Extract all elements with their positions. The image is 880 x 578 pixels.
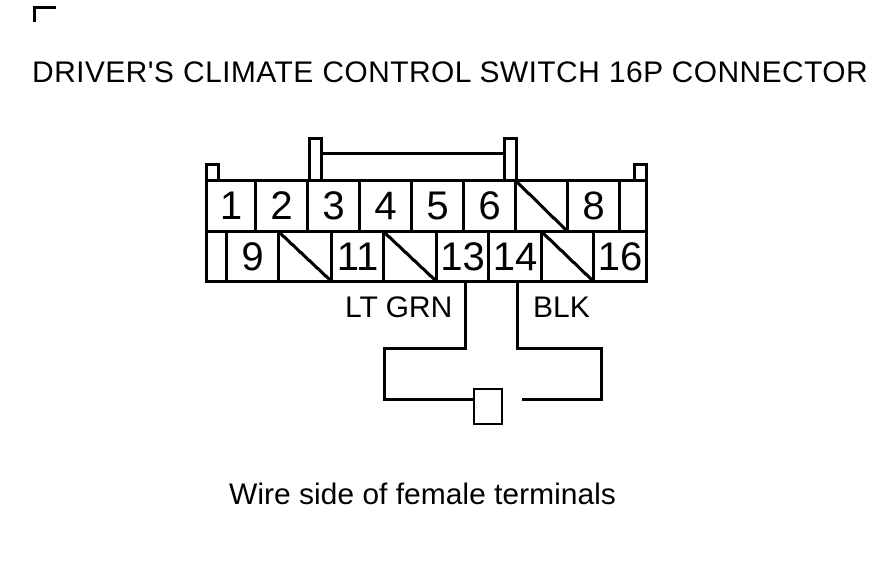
pin-cell-8: 8 bbox=[569, 182, 621, 230]
caption-wire-side: Wire side of female terminals bbox=[229, 478, 616, 511]
pin-number-9: 9 bbox=[241, 234, 264, 279]
wire-blk-horizontal bbox=[516, 347, 603, 350]
pin-number-6: 6 bbox=[478, 184, 501, 228]
pin-number-1: 1 bbox=[219, 184, 243, 228]
pin-cell-11: 11 bbox=[333, 233, 385, 280]
blank-cavity-top-right bbox=[621, 182, 645, 230]
pin-number-11: 11 bbox=[336, 234, 379, 279]
pin-cell-4: 4 bbox=[361, 182, 413, 230]
pin-number-13: 13 bbox=[440, 234, 485, 279]
pin-cell-2: 2 bbox=[257, 182, 309, 230]
empty-cavity-12 bbox=[385, 233, 438, 280]
wire-ltgrn-horizontal bbox=[383, 347, 467, 350]
pin-number-14: 14 bbox=[492, 234, 538, 279]
wire-blk-to-meter bbox=[522, 398, 603, 401]
wire-blk-vertical bbox=[516, 281, 519, 350]
pin-cell-16: 16 bbox=[595, 233, 645, 280]
empty-cavity-10 bbox=[280, 233, 333, 280]
pin-cell-6: 6 bbox=[465, 182, 517, 230]
connector-lock-post-left bbox=[308, 137, 323, 182]
connector-body: 1 2 3 4 5 6 8 9 11 13 14 16 bbox=[205, 179, 648, 283]
pin-cell-5: 5 bbox=[413, 182, 465, 230]
empty-cavity-15 bbox=[543, 233, 595, 280]
wire-ltgrn-drop bbox=[383, 347, 386, 401]
wire-color-label-ltgrn: LT GRN bbox=[345, 291, 453, 324]
connector-tab-left bbox=[205, 163, 220, 182]
pin-cell-3: 3 bbox=[309, 182, 361, 230]
scan-frame-corner-artifact bbox=[33, 6, 56, 22]
pin-cell-14: 14 bbox=[490, 233, 543, 280]
pin-number-2: 2 bbox=[270, 184, 293, 228]
connector-lock-post-right bbox=[503, 137, 518, 182]
empty-cavity-7 bbox=[517, 182, 569, 230]
pin-number-3: 3 bbox=[322, 184, 345, 228]
meter-symbol-box bbox=[473, 388, 503, 425]
wire-ltgrn-to-meter bbox=[383, 398, 473, 401]
connector-tab-right bbox=[633, 163, 648, 182]
pin-number-16: 16 bbox=[597, 234, 643, 279]
wire-blk-drop bbox=[600, 347, 603, 401]
pin-number-5: 5 bbox=[426, 184, 449, 228]
pin-cell-13: 13 bbox=[438, 233, 490, 280]
wire-color-label-blk: BLK bbox=[533, 291, 590, 324]
pin-number-4: 4 bbox=[374, 184, 397, 228]
pin-cell-1: 1 bbox=[208, 182, 257, 230]
pin-row-top: 1 2 3 4 5 6 8 bbox=[208, 182, 645, 233]
connector-lock-bar bbox=[322, 152, 504, 155]
blank-cavity-bottom-left bbox=[208, 233, 228, 280]
diagram-title: DRIVER'S CLIMATE CONTROL SWITCH 16P CONN… bbox=[32, 56, 869, 89]
pin-number-8: 8 bbox=[582, 184, 605, 228]
pin-cell-9: 9 bbox=[228, 233, 280, 280]
wire-ltgrn-vertical bbox=[464, 281, 467, 350]
pin-row-bottom: 9 11 13 14 16 bbox=[208, 233, 645, 280]
